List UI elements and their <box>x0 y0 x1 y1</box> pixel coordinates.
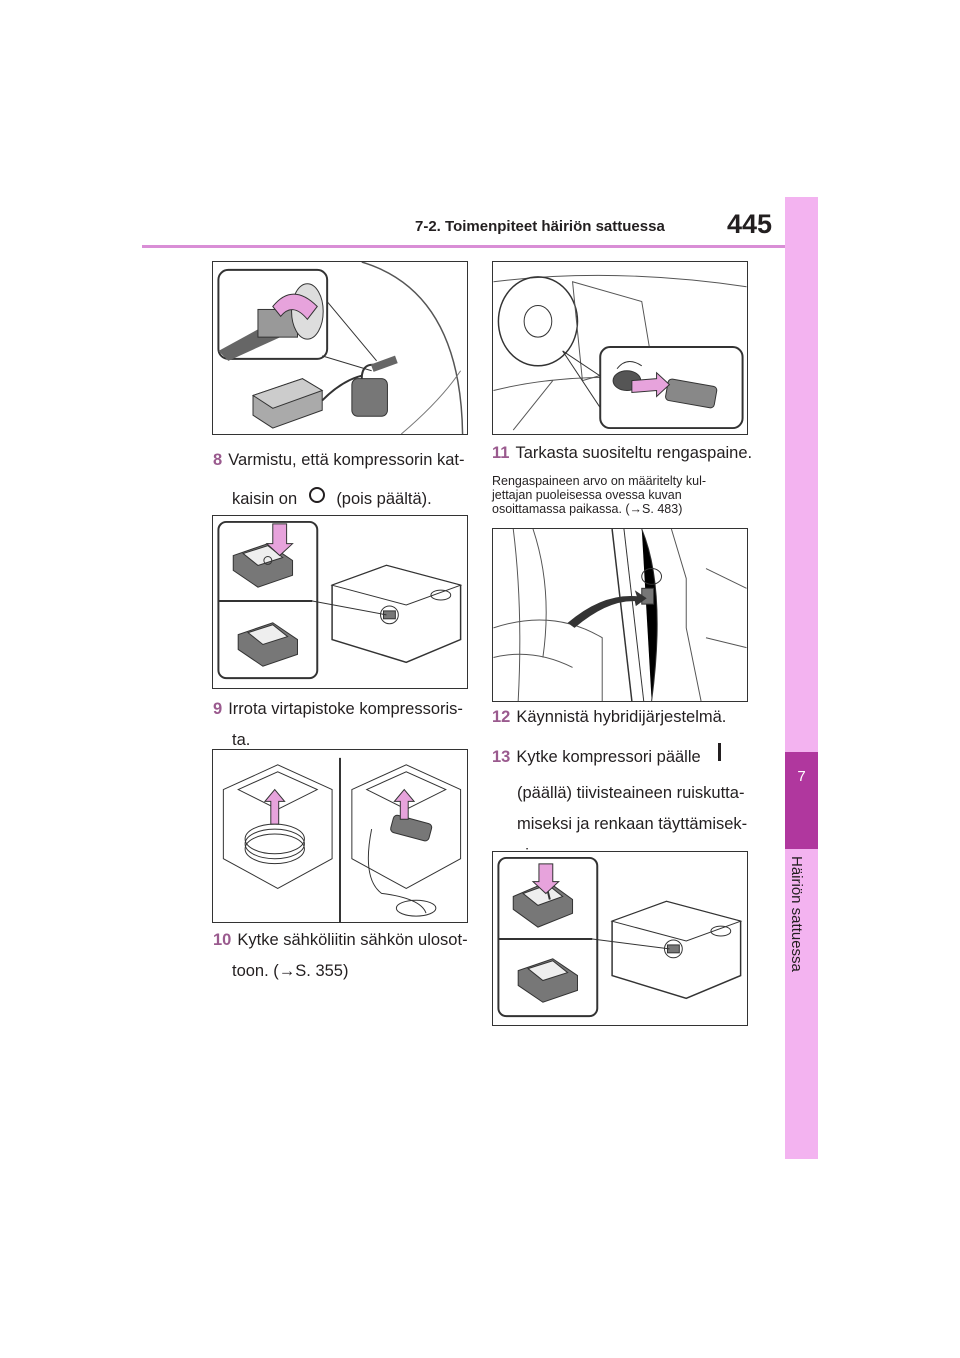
step-12: 12 Käynnistä hybridijärjestelmä. <box>492 702 754 733</box>
chapter-number-box: 7 <box>785 752 818 849</box>
figure-door-label <box>492 528 748 702</box>
step-9-number: 9 <box>213 700 223 718</box>
step-8: 8 Varmistu, että kompressorin kat- kaisin… <box>213 445 475 515</box>
step-8-text-2b: (pois päältä). <box>336 490 432 508</box>
step-13-text-2: (päällä) tiivisteaineen ruiskutta- <box>517 784 745 803</box>
step-12-line1: 12 Käynnistä hybridijärjestelmä. <box>492 702 754 733</box>
step-8-line2: kaisin on (pois päältä). <box>213 484 475 515</box>
step-13-number: 13 <box>492 748 511 766</box>
figure-power-outlet <box>492 261 748 435</box>
step-8-number: 8 <box>213 451 223 469</box>
step-11: 11 Tarkasta suositeltu rengaspaine. <box>492 438 754 469</box>
step-8-text-2a: kaisin on <box>232 490 298 508</box>
step-8-line1: 8 Varmistu, että kompressorin kat- <box>213 445 475 476</box>
step-13: 13 Kytke kompressori päälle (päällä) tiiv… <box>492 742 754 871</box>
step-12-text: Käynnistä hybridijärjestelmä. <box>516 708 727 726</box>
note-line3: osoittamassa paikassa. (→S. 483) <box>492 502 683 516</box>
step-10-text-2: toon. (→S. 355) <box>232 962 349 980</box>
step-13-line1: 13 Kytke kompressori päälle <box>492 742 754 773</box>
step-8-text: Varmistu, että kompressorin kat- <box>228 451 465 469</box>
note-line2: jettajan puoleisessa ovessa kuvan <box>492 488 682 502</box>
step-12-number: 12 <box>492 708 511 726</box>
step-11-number: 11 <box>492 444 510 462</box>
header-rule <box>142 245 785 248</box>
step-11-text: Tarkasta suositeltu rengaspaine. <box>515 444 753 462</box>
step-11-line1: 11 Tarkasta suositeltu rengaspaine. <box>492 438 754 469</box>
page-number: 445 <box>727 209 773 239</box>
off-symbol-icon <box>308 484 326 515</box>
step-13-text: Kytke kompressori päälle <box>516 748 701 766</box>
step-10-text: Kytke sähköliitin sähkön ulosot- <box>237 931 468 949</box>
step-9-line1: 9 Irrota virtapistoke kompressoris- <box>213 694 475 725</box>
step-10: 10 Kytke sähköliitin sähkön ulosot- toon.… <box>213 925 475 987</box>
step-9-text-2: ta. <box>232 731 251 749</box>
chapter-title-text: Häiriön sattuessa <box>788 856 805 972</box>
chapter-title-vertical: Häiriön sattuessa <box>788 856 816 972</box>
section-title: 7-2. Toimenpiteet häiriön sattuessa <box>415 218 665 235</box>
step-9-text: Irrota virtapistoke kompressoris- <box>228 700 463 718</box>
chapter-side-tab <box>785 197 818 1159</box>
note-line1: Rengaspaineen arvo on määritelty kul- <box>492 474 707 488</box>
step-9: 9 Irrota virtapistoke kompressoris- ta. <box>213 694 475 756</box>
step-11-note: Rengaspaineen arvo on määritelty kul- je… <box>492 474 754 516</box>
figure-hose-valve <box>212 261 468 435</box>
figure-remove-cable <box>212 749 468 923</box>
on-symbol-icon <box>717 742 723 773</box>
figure-switch-off <box>212 515 468 689</box>
figure-switch-on <box>492 851 748 1026</box>
step-13-text-3: miseksi ja renkaan täyttämisek- <box>517 815 748 834</box>
step-10-line1: 10 Kytke sähköliitin sähkön ulosot- <box>213 925 475 956</box>
step-10-number: 10 <box>213 931 232 949</box>
